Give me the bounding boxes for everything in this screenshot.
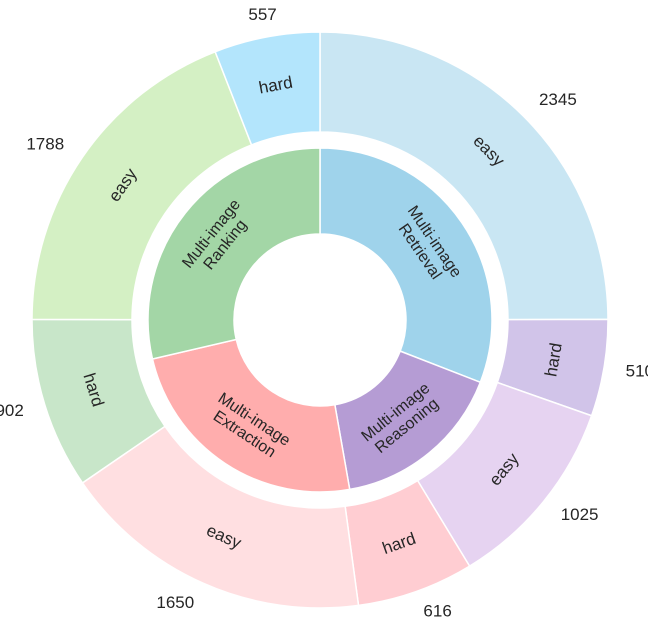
outer-slice-0-easy <box>319 31 609 321</box>
inner-slice-2-multi-image-extraction <box>151 338 351 493</box>
outer-ring <box>31 31 609 609</box>
inner-slice-3-multi-image-ranking <box>147 147 321 360</box>
count-label-7: 557 <box>248 5 276 24</box>
count-label-6: 1788 <box>26 134 64 153</box>
count-label-2: 1025 <box>561 505 599 524</box>
count-label-0: 2345 <box>539 90 577 109</box>
count-label-5: 902 <box>0 401 24 420</box>
outer-slice-6-easy <box>31 50 253 321</box>
count-label-3: 616 <box>423 602 451 621</box>
count-label-1: 510 <box>626 361 648 380</box>
inner-slice-1-multi-image-reasoning <box>333 350 482 491</box>
inner-slice-0-multi-image-retrieval <box>319 147 493 384</box>
outer-slice-7-hard <box>214 31 321 146</box>
count-label-4: 1650 <box>156 593 194 612</box>
inner-ring <box>147 147 493 493</box>
